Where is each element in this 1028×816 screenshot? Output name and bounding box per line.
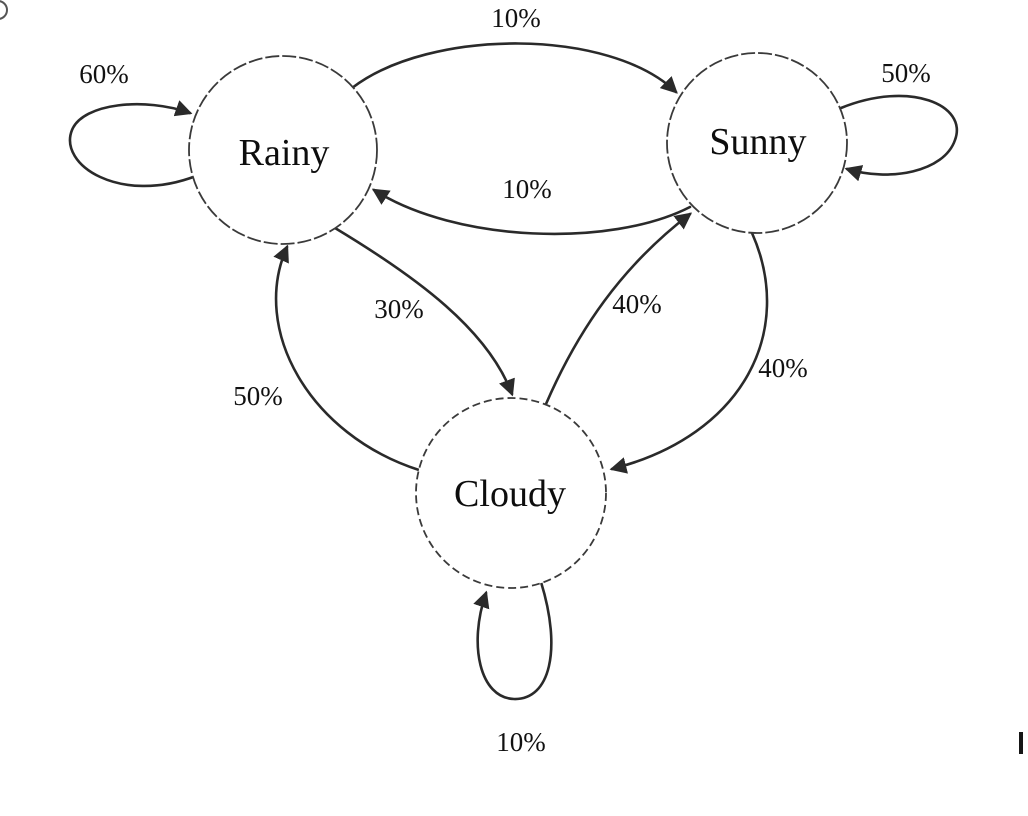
state-label-rainy: Rainy [239,132,330,174]
edge-sunny-to-sunny [839,94,959,182]
edge-label-sunny-to-cloudy: 40% [758,353,808,383]
edge-sunny-to-cloudy [609,231,769,474]
edge-label-rainy-to-cloudy: 30% [374,294,424,324]
state-circle-cloudy [415,397,607,589]
state-circle-rainy [188,55,378,245]
edge-label-rainy-to-rainy: 60% [79,59,129,89]
state-label-sunny: Sunny [709,121,806,163]
state-circle-sunny [666,52,848,234]
edge-cloudy-to-cloudy [473,580,553,701]
edge-cloudy-to-sunny [544,212,693,406]
edge-label-cloudy-to-sunny: 40% [612,289,662,319]
edge-rainy-to-rainy [68,100,198,188]
state-label-cloudy: Cloudy [454,473,566,515]
edge-label-cloudy-to-rainy: 50% [233,381,283,411]
edge-rainy-to-sunny [350,42,678,94]
edge-label-rainy-to-sunny: 10% [491,3,541,33]
edge-rainy-to-cloudy [333,226,515,397]
edge-cloudy-to-rainy [273,244,421,472]
edge-label-sunny-to-rainy: 10% [502,174,552,204]
scan-artifact-top-left [0,0,8,20]
cursor-artifact [1019,732,1023,754]
edge-label-sunny-to-sunny: 50% [881,58,931,88]
edge-label-cloudy-to-cloudy: 10% [496,727,546,757]
edge-sunny-to-rainy [371,188,692,236]
